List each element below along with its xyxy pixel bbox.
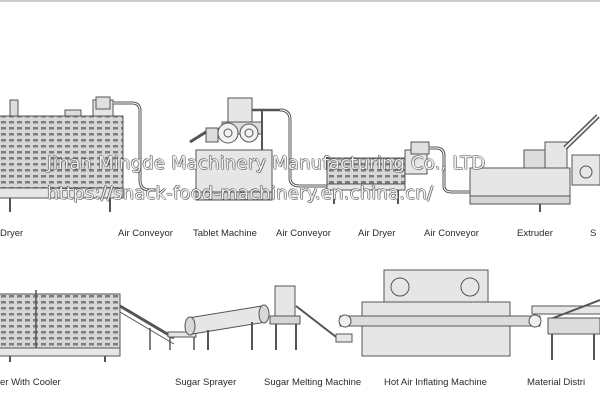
label-sugar-sprayer: Sugar Sprayer: [175, 377, 237, 388]
air-conveyor-3: [410, 141, 470, 194]
air-dryer: [326, 149, 428, 204]
hot-air-inflating-machine: [338, 269, 542, 357]
air-conveyor-1: [95, 96, 156, 192]
extruder: [469, 114, 600, 212]
sugar-melting-machine: [269, 285, 353, 350]
watermark-company: Jinan Mingde Machinery Manufacturing Co.…: [47, 153, 486, 174]
label-s-cut: S: [590, 228, 597, 239]
air-conveyor-2: [279, 108, 330, 188]
material-distributor: [531, 299, 600, 360]
label-air-conveyor-1: Air Conveyor: [118, 228, 173, 239]
label-air-dryer: Air Dryer: [358, 228, 396, 239]
label-extruder: Extruder: [517, 228, 553, 239]
label-material-distributor: Material Distri: [527, 377, 586, 388]
tablet-machine: [189, 97, 280, 201]
label-air-conveyor-3: Air Conveyor: [424, 228, 479, 239]
label-air-conveyor-2: Air Conveyor: [276, 228, 331, 239]
sugar-sprayer: [167, 304, 270, 350]
label-tablet-machine: Tablet Machine: [193, 228, 257, 239]
label-dryer: Dryer: [0, 228, 24, 239]
label-hot-air-inflating-machine: Hot Air Inflating Machine: [384, 377, 487, 388]
label-sugar-melting-machine: Sugar Melting Machine: [264, 377, 362, 388]
watermark-url: https://snack-food-machinery.en.china.cn…: [47, 183, 434, 204]
dryer-with-cooler: [0, 290, 175, 362]
label-dryer-with-cooler: er With Cooler: [0, 377, 61, 388]
